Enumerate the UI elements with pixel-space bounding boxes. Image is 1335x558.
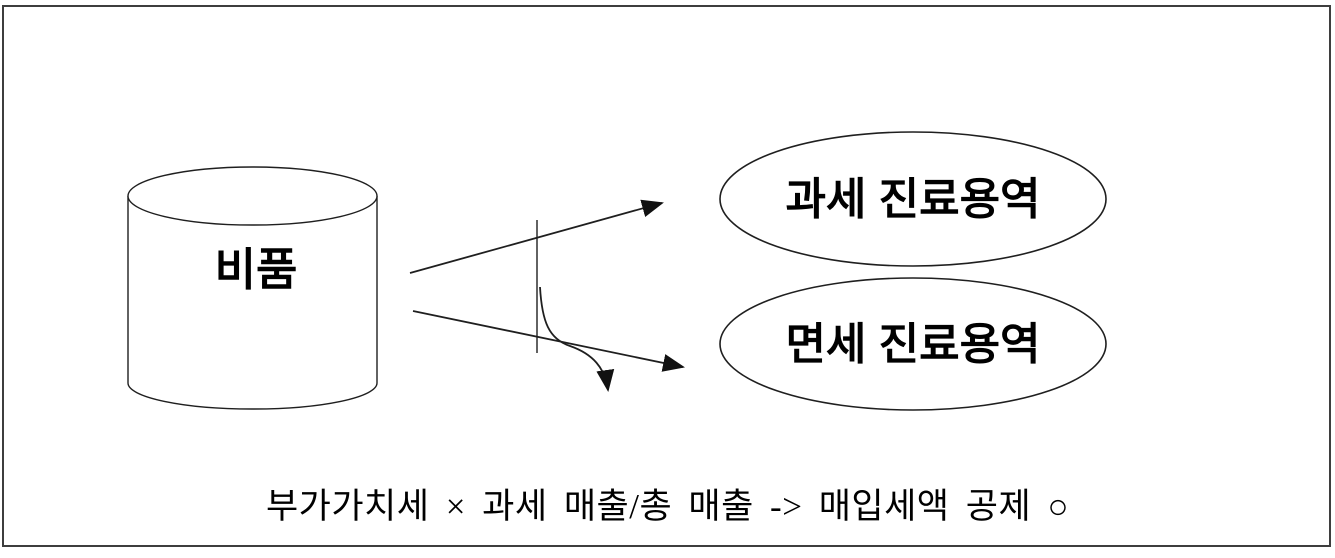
taxable-ellipse	[719, 131, 1107, 267]
exempt-ellipse	[719, 277, 1107, 411]
formula-text: 부가가치세 × 과세 매출/총 매출 -> 매입세액 공제 ○	[265, 487, 1070, 526]
arrow-to-taxable	[409, 199, 664, 274]
taxable-label: 과세 진료용역	[785, 175, 1040, 224]
node-taxable-services: 과세 진료용역	[719, 131, 1107, 267]
exempt-label: 면세 진료용역	[785, 320, 1040, 369]
cylinder-label: 비품	[215, 244, 298, 295]
arrow-to-exempt	[412, 310, 685, 372]
cylinder-body	[127, 196, 378, 410]
node-exempt-services: 면세 진료용역	[719, 277, 1107, 411]
cylinder-top	[127, 166, 378, 226]
diagram-border-frame	[2, 5, 1331, 547]
split-curve-arrow	[539, 286, 615, 392]
cylinder-shape: 비품	[127, 166, 378, 410]
